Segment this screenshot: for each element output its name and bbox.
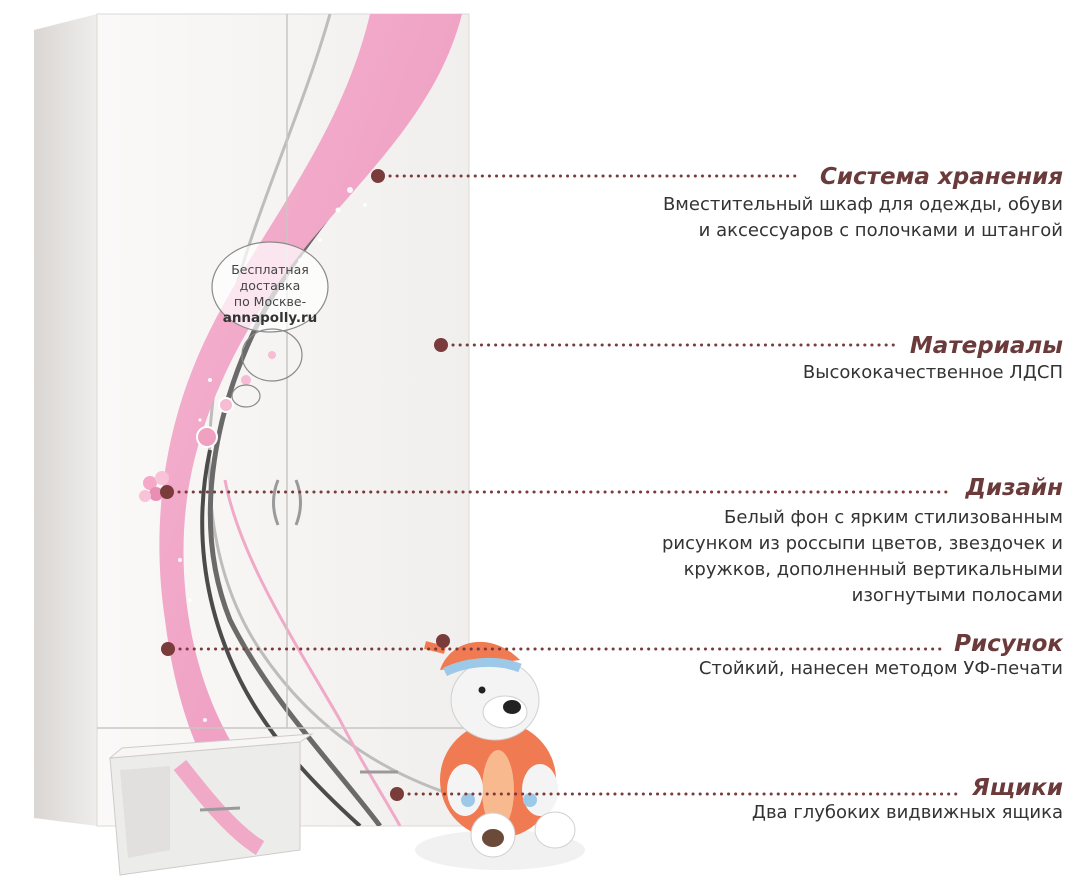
feature-title-drawers: Ящики	[972, 775, 1063, 801]
feature-desc-line: изогнутыми полосами	[851, 585, 1063, 606]
flower-decor-icon	[139, 471, 169, 502]
bubble-site: annapolly.ru	[222, 310, 318, 326]
feature-title-design: Дизайн	[965, 475, 1064, 501]
delivery-bubble	[211, 241, 329, 408]
marker-materials	[434, 338, 448, 352]
marker-print	[161, 642, 175, 656]
bubble-line-2: по Москве-	[233, 294, 307, 309]
feature-desc-materials: Высококачественное ЛДСП	[803, 360, 1063, 386]
feature-desc-drawers: Два глубоких видвижных ящика	[752, 800, 1063, 826]
pink-stripe-decor	[159, 14, 462, 826]
delivery-bubble-text: Бесплатная доставка по Москве- annapolly…	[214, 262, 326, 326]
feature-desc-line: и аксессуаров с полочками и штангой	[698, 220, 1063, 241]
feature-desc-line: Два глубоких видвижных ящика	[751, 802, 1063, 823]
marker-storage	[371, 169, 385, 183]
wardrobe-side-panel	[34, 14, 97, 826]
open-drawer	[108, 733, 314, 876]
marker-print-bear	[436, 634, 450, 648]
feature-desc-line: кружков, дополненный вертикальными	[683, 559, 1063, 580]
feature-desc-print: Стойкий, нанесен методом УФ-печати	[699, 656, 1063, 682]
feature-title-materials: Материалы	[909, 333, 1063, 359]
wardrobe-front	[96, 13, 470, 827]
feature-desc-line: рисунком из россыпи цветов, звездочек и	[661, 533, 1063, 554]
feature-desc-storage: Вместительный шкаф для одежды, обуви и а…	[663, 192, 1063, 244]
teddy-bear-toy	[415, 641, 585, 870]
feature-title-storage: Система хранения	[820, 164, 1063, 190]
feature-desc-line: Высококачественное ЛДСП	[802, 362, 1063, 383]
marker-drawers	[390, 787, 404, 801]
bubble-line-1: Бесплатная доставка	[231, 262, 309, 293]
feature-desc-line: Вместительный шкаф для одежды, обуви	[662, 194, 1063, 215]
marker-design	[160, 485, 174, 499]
door-handles	[272, 479, 302, 526]
heart-decor-icon	[196, 351, 276, 448]
feature-desc-design: Белый фон с ярким стилизованным рисунком…	[662, 505, 1063, 609]
feature-title-print: Рисунок	[954, 631, 1063, 657]
feature-desc-line: Стойкий, нанесен методом УФ-печати	[698, 658, 1063, 679]
feature-desc-line: Белый фон с ярким стилизованным	[723, 507, 1063, 528]
